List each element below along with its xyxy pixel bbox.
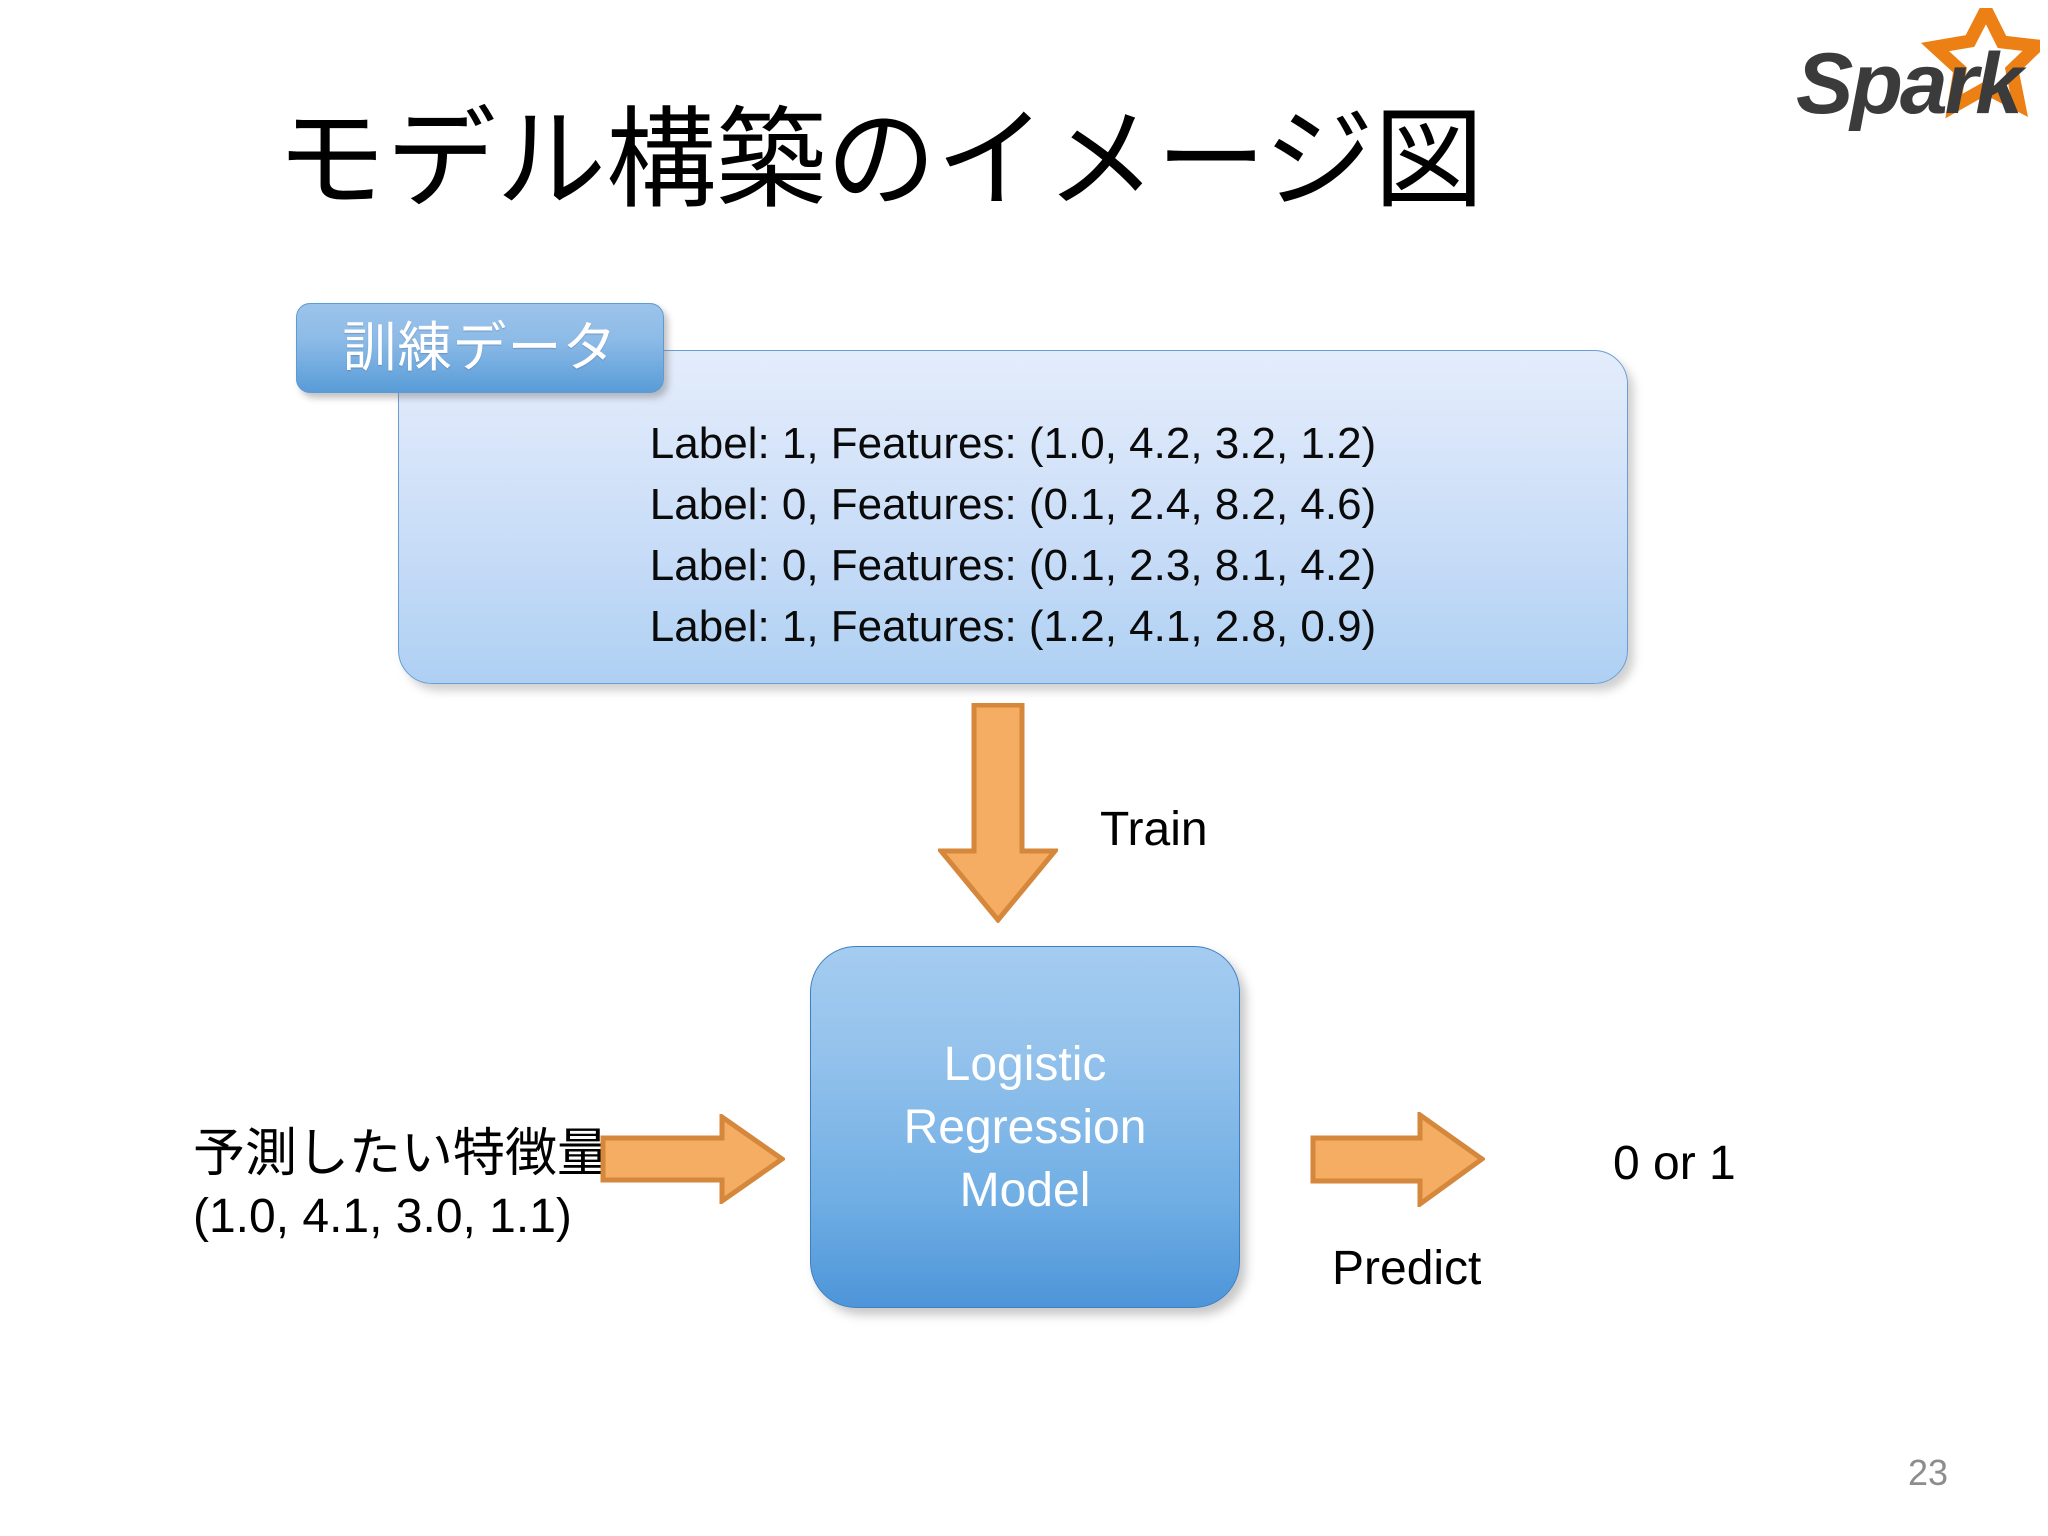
- training-data-tab-label: 訓練データ: [342, 318, 618, 378]
- training-data-row: Label: 0, Features: (0.1, 2.4, 8.2, 4.6): [649, 480, 1377, 529]
- model-label-line: Logistic: [943, 1037, 1107, 1091]
- prediction-output-value: 0 or 1: [1613, 1137, 1736, 1190]
- training-data-rows: Label: 1, Features: (1.0, 4.2, 3.2, 1.2)…: [399, 413, 1627, 657]
- page-number: 23: [1908, 1452, 1949, 1493]
- input-arrow-right-icon: [600, 1112, 787, 1206]
- training-data-row: Label: 0, Features: (0.1, 2.3, 8.1, 4.2): [649, 541, 1377, 590]
- svg-text:Spark: Spark: [1796, 36, 2027, 132]
- predict-arrow-right-icon: [1310, 1110, 1487, 1209]
- training-data-row: Label: 1, Features: (1.0, 4.2, 3.2, 1.2): [649, 419, 1377, 468]
- page-title: モデル構築のイメージ図: [276, 99, 1484, 222]
- model-label-line: Regression: [903, 1100, 1147, 1154]
- logistic-regression-model-box: Logistic Regression Model: [810, 946, 1240, 1308]
- training-data-tab: 訓練データ: [296, 303, 664, 393]
- star-icon: [1920, 0, 2048, 119]
- model-label-line: Model: [959, 1163, 1091, 1217]
- prediction-input-title: 予測したい特徴量: [193, 1125, 610, 1183]
- train-edge-label: Train: [1100, 803, 1208, 856]
- prediction-input-text: 予測したい特徴量 (1.0, 4.1, 3.0, 1.1): [193, 1122, 609, 1248]
- training-data-row: Label: 1, Features: (1.2, 4.1, 2.8, 0.9): [649, 602, 1377, 651]
- prediction-input-features: (1.0, 4.1, 3.0, 1.1): [193, 1190, 572, 1243]
- train-arrow-down-icon: [935, 702, 1061, 924]
- training-data-panel: Label: 1, Features: (1.0, 4.2, 3.2, 1.2)…: [398, 350, 1628, 684]
- spark-logo: Spark: [1790, 0, 2048, 133]
- predict-edge-label: Predict: [1332, 1242, 1482, 1295]
